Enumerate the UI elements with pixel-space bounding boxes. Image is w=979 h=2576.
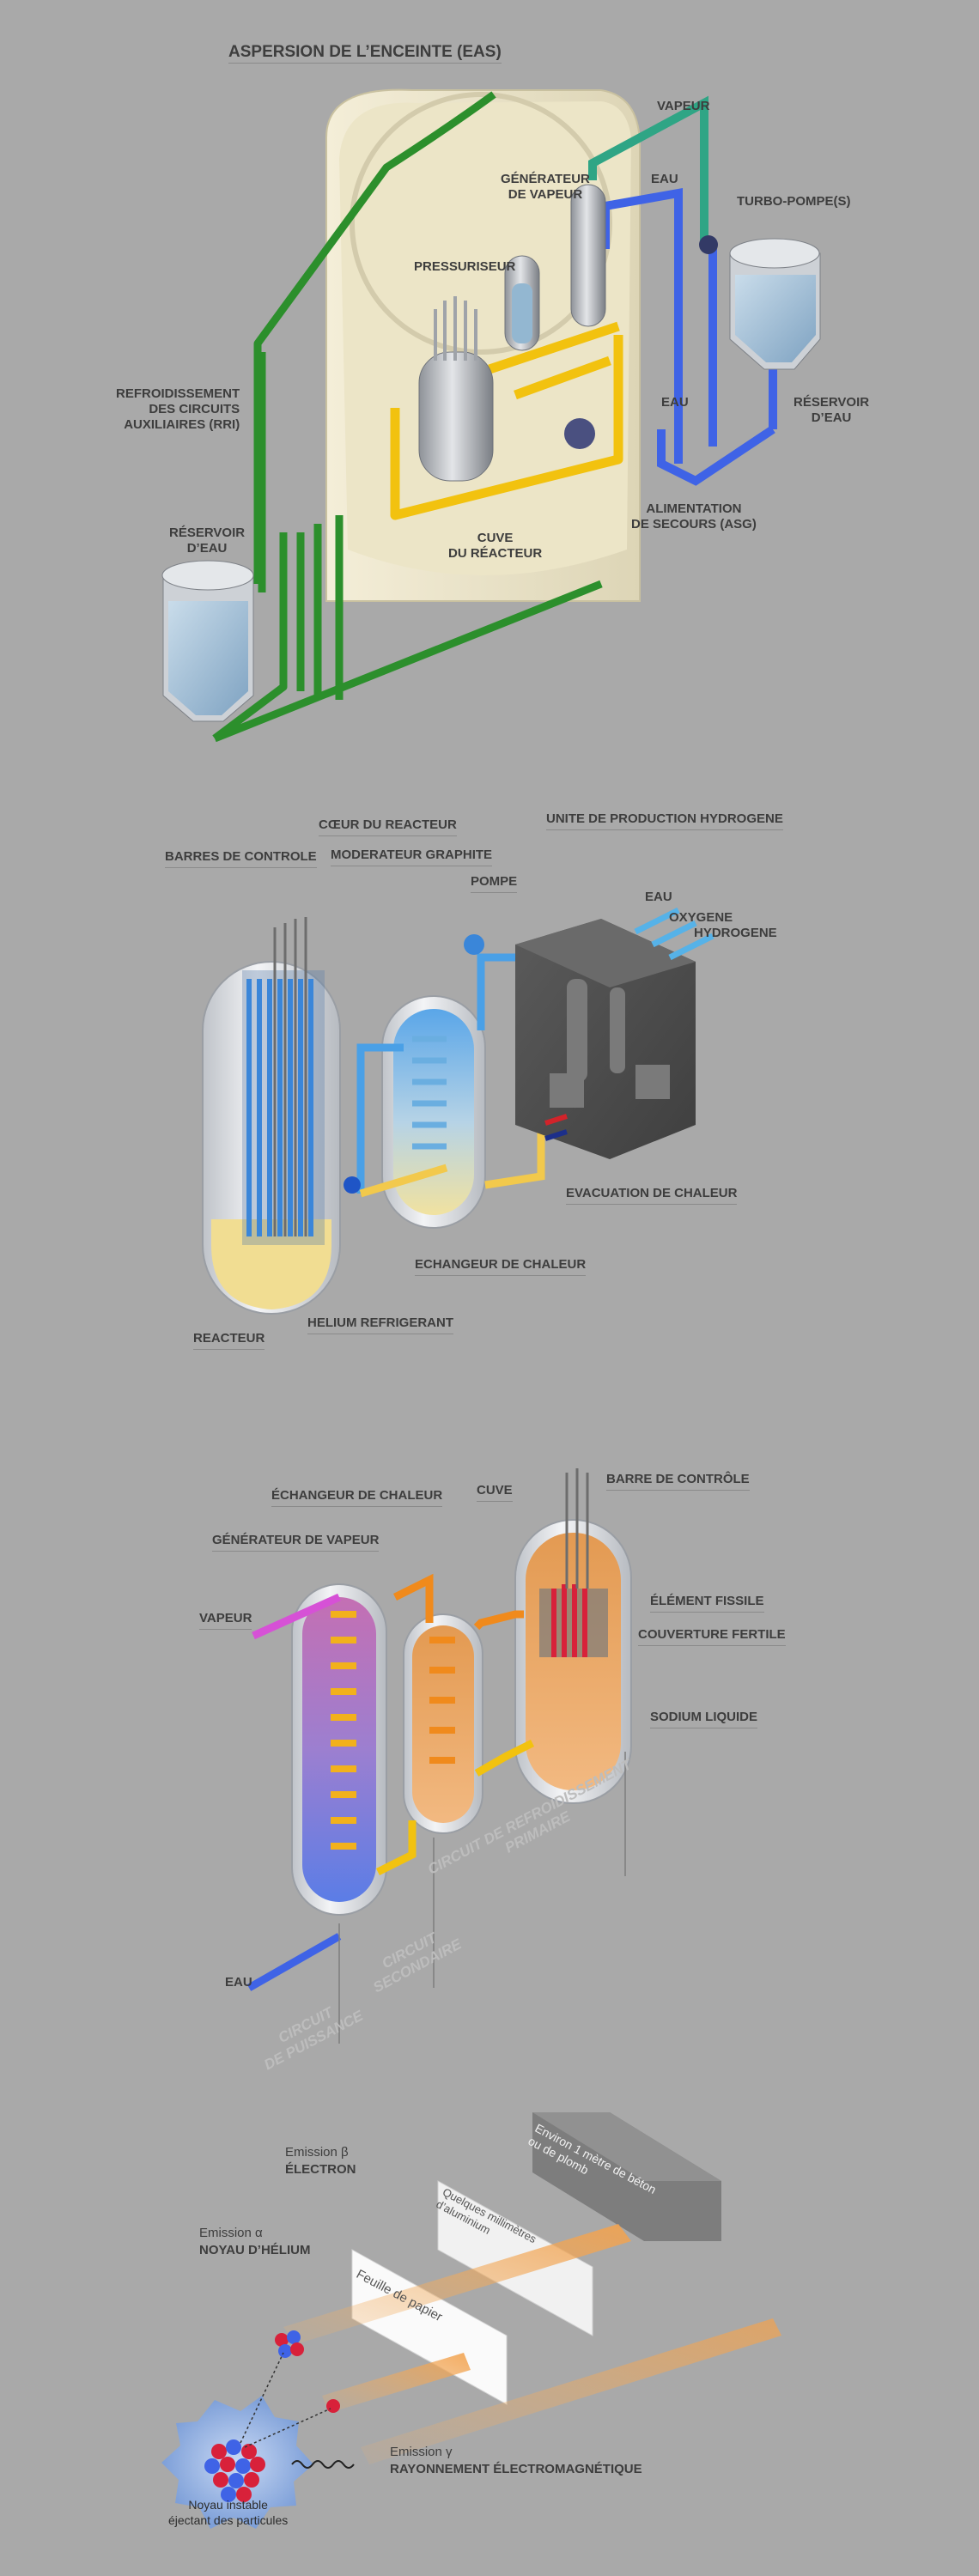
heat-out-arrow-red [544, 1114, 568, 1126]
asg-label: ALIMENTATION DE SECOURS (ASG) [631, 501, 757, 532]
eau-h2-label: EAU [645, 890, 672, 904]
pressuriser-water [512, 283, 532, 343]
alpha-line2: NOYAU D’HÉLIUM [199, 2243, 311, 2257]
diagram4-radiation [161, 2112, 781, 2529]
coeur-reacteur-label: CŒUR DU REACTEUR [319, 817, 457, 836]
evacuation-chaleur-label: EVACUATION DE CHALEUR [566, 1186, 738, 1205]
eas-green-circuit [212, 91, 603, 743]
gamma-wave [291, 2460, 355, 2469]
pressuriseur-label: PRESSURISEUR [414, 259, 516, 274]
oxygene-label: OXYGENE [669, 910, 733, 925]
water-tank-right [729, 238, 821, 370]
helium-pool [211, 1219, 331, 1309]
eas-title: ASPERSION DE L’ENCEINTE (EAS) [228, 44, 502, 64]
beta-beam [322, 2353, 471, 2413]
reactor-vessel [418, 351, 494, 482]
beta-emission-label: Emission β ÉLECTRON [285, 2144, 356, 2178]
hydrogen-unit-equipment [550, 979, 670, 1108]
echangeur-sfr-label: ÉCHANGEUR DE CHALEUR [271, 1488, 443, 1507]
nucleus-particles [204, 2439, 265, 2502]
alpha-beam [283, 2224, 631, 2344]
generateur-label: GÉNÉRATEUR DE VAPEUR [501, 172, 590, 202]
turbo-pump [699, 235, 718, 254]
secondary-hot-pipe [392, 1573, 524, 1631]
rri-label: REFROIDISSEMENT DES CIRCUITS AUXILIAIRES… [116, 386, 240, 432]
intermediate-exchanger-fluid [412, 1625, 474, 1823]
concrete-block [532, 2112, 721, 2241]
turbo-pompe-label: TURBO-POMPE(S) [737, 194, 851, 209]
eau-top-label: EAU [651, 172, 678, 186]
steam-outlet-pipe [252, 1593, 341, 1640]
gamma-line1: Emission γ [390, 2445, 453, 2459]
vapeur-sfr-label: VAPEUR [199, 1611, 252, 1630]
gamma-beam [361, 2318, 781, 2464]
generateur-vapeur-sfr-label: GÉNÉRATEUR DE VAPEUR [212, 1533, 380, 1552]
reacteur-label: REACTEUR [193, 1331, 265, 1350]
primary-yellow-loop [390, 321, 623, 520]
control-rods [273, 917, 307, 1236]
fissile-elements [551, 1584, 587, 1657]
output-pipes [634, 907, 714, 961]
sg-coils [331, 1611, 356, 1850]
liquid-sodium [526, 1533, 621, 1790]
eau-mid-label: EAU [661, 395, 689, 410]
gamma-emission-label: Emission γ RAYONNEMENT ÉLECTROMAGNÉTIQUE [390, 2444, 642, 2478]
moderateur-graphite-label: MODERATEUR GRAPHITE [331, 848, 493, 866]
vapeur-label: VAPEUR [657, 99, 710, 113]
reservoir-left-label: RÉSERVOIR D’EAU [169, 526, 246, 556]
steam-generator [570, 184, 606, 327]
helium-circulator [344, 1176, 361, 1194]
steam-line [588, 95, 708, 245]
diagram1-pwr [161, 88, 821, 743]
vessel-rods [434, 296, 477, 361]
ie-coils [429, 1637, 455, 1764]
exchanger-coils [412, 1036, 447, 1150]
alpha-line1: Emission α [199, 2226, 263, 2240]
gamma-line2: RAYONNEMENT ÉLECTROMAGNÉTIQUE [390, 2462, 642, 2476]
helium-hot-pipe [356, 1043, 404, 1194]
concrete-block-top [532, 2112, 721, 2181]
emission-leader-lines [240, 2352, 331, 2448]
sodium-liquide-label: SODIUM LIQUIDE [650, 1710, 758, 1728]
water-inlet-pipe [246, 1933, 342, 1991]
containment-interior [339, 101, 631, 575]
heat-out-arrow-blue [544, 1129, 568, 1141]
beta-line2: ÉLECTRON [285, 2162, 356, 2177]
alpha-particle [275, 2330, 304, 2358]
pump-icon [464, 934, 484, 955]
pompe-label: POMPE [471, 874, 518, 893]
barres-controle-label: BARRES DE CONTROLE [165, 849, 317, 868]
echangeur-chaleur-label: ECHANGEUR DE CHALEUR [415, 1257, 587, 1276]
steam-generator-fluid [302, 1597, 376, 1902]
helium-refrigerant-label: HELIUM REFRIGERANT [307, 1315, 453, 1334]
noyau-instable-label: Noyau instable éjectant des particules [168, 2498, 289, 2527]
beta-line1: Emission β [285, 2145, 349, 2160]
primary-pump [564, 418, 595, 449]
barre-controle-sfr-label: BARRE DE CONTRÔLE [606, 1472, 750, 1491]
diagram3-sfr [246, 1468, 632, 2044]
secondary-cold-pipe [375, 1739, 535, 1876]
hydrogene-label: HYDROGENE [694, 926, 777, 940]
reactor-core-columns [246, 979, 313, 1236]
cuve-reacteur-label: CUVE DU RÉACTEUR [448, 531, 543, 561]
cuve-sfr-label: CUVE [477, 1483, 513, 1502]
unite-hydrogene-label: UNITE DE PRODUCTION HYDROGENE [546, 811, 783, 830]
eau-sfr-label: EAU [225, 1975, 252, 1990]
couverture-fertile-label: COUVERTURE FERTILE [638, 1627, 786, 1646]
beta-electron [326, 2399, 340, 2413]
sfr-control-rods [565, 1468, 589, 1589]
water-tank-left [161, 560, 254, 722]
reservoir-right-label: RÉSERVOIR D’EAU [794, 395, 870, 425]
diagram2-htr [202, 907, 714, 1315]
hydrogen-unit-top [515, 919, 696, 987]
alpha-emission-label: Emission α NOYAU D’HÉLIUM [199, 2225, 310, 2259]
element-fissile-label: ÉLÉMENT FISSILE [650, 1594, 764, 1613]
